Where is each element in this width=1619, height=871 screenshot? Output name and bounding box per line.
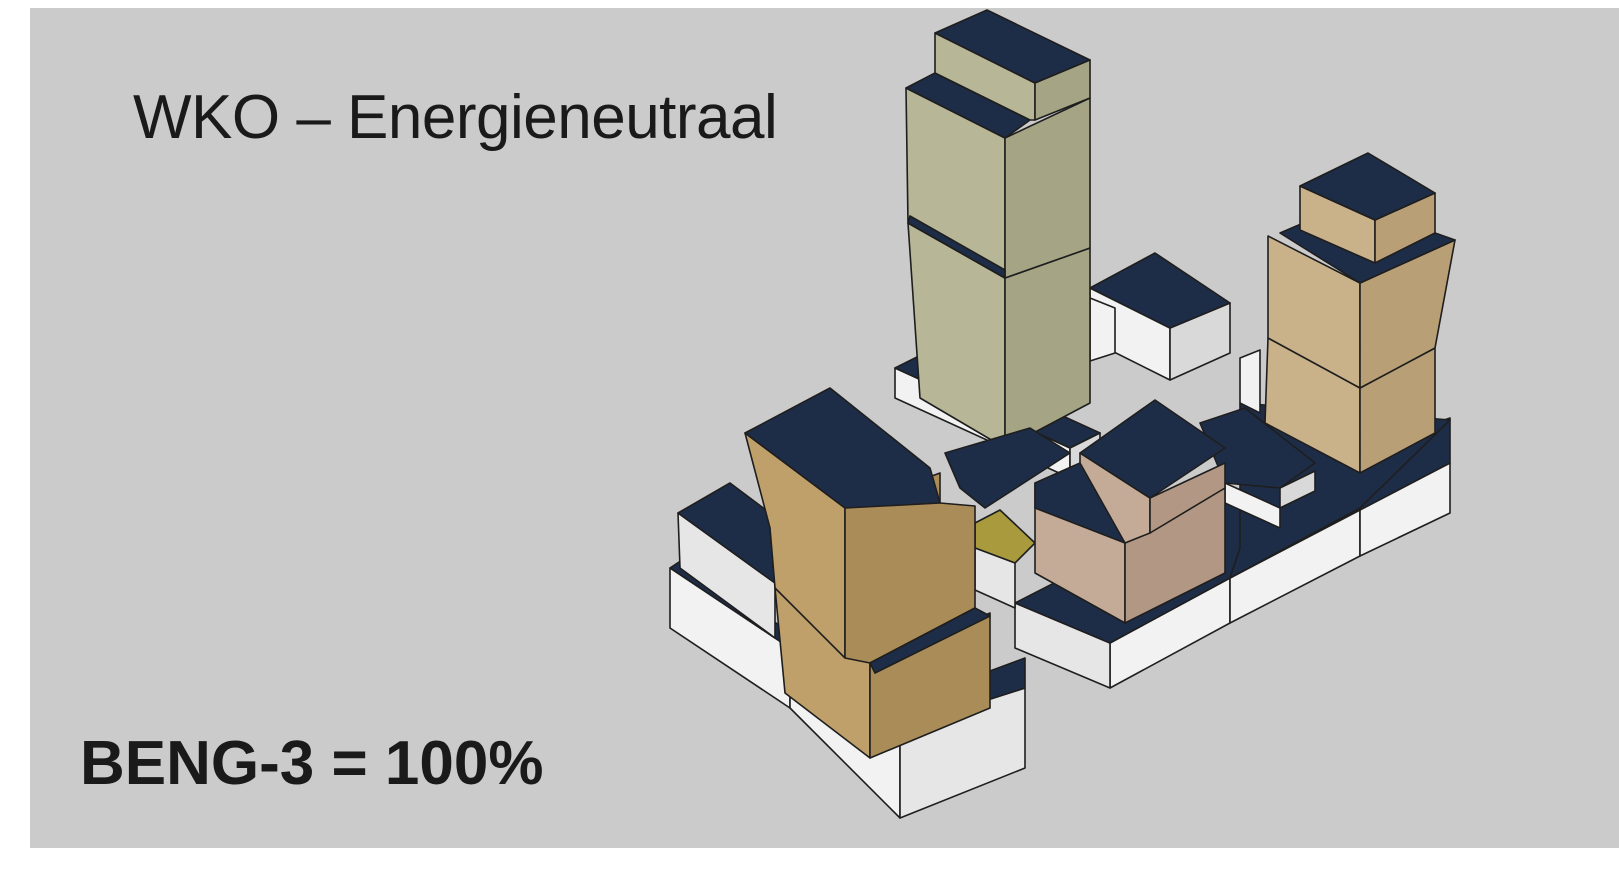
courtyard-accent: [974, 509, 1036, 609]
tower-tan: [1264, 152, 1456, 474]
box-right-small: [1199, 407, 1316, 529]
tower-sage: [905, 9, 1091, 449]
beng-metric: BENG-3 = 100%: [80, 729, 544, 798]
roof-connector: [944, 427, 1071, 509]
tower-rose: [1034, 399, 1226, 624]
block-back-center: [1089, 252, 1231, 381]
tower-gold: [744, 387, 991, 759]
slide-title: WKO – Energieneutraal: [133, 83, 778, 152]
building-massing-model: [669, 9, 1456, 819]
box-far-right: [1239, 349, 1261, 414]
slide: WKO – Energieneutraal BENG-3 = 100%: [30, 8, 1619, 848]
